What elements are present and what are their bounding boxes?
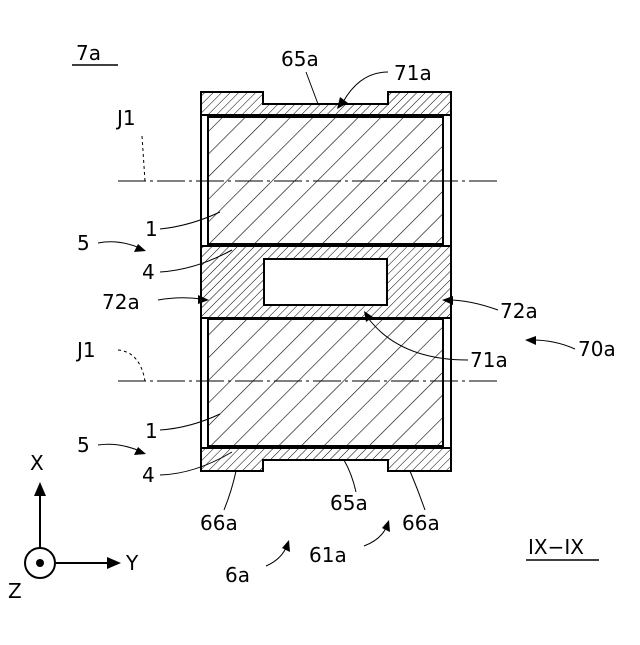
label-4-bottom: 4 [142, 463, 155, 487]
label-5-lower: 5 [77, 433, 90, 457]
bottom-plate [201, 448, 451, 471]
leader-65a-bottom [344, 460, 356, 492]
arrowhead-6a [282, 540, 290, 552]
label-72a-right: 72a [500, 299, 538, 323]
label-4-mid: 4 [142, 260, 155, 284]
label-1-upper: 1 [145, 217, 158, 241]
label-66a-left: 66a [200, 511, 238, 535]
axis-y-label: Y [125, 551, 139, 575]
label-70a: 70a [578, 337, 616, 361]
core-lower [208, 319, 443, 446]
label-j1-lower: J1 [75, 338, 96, 362]
label-65a-bottom: 65a [330, 491, 368, 515]
leader-71a-top [343, 72, 388, 102]
label-j1-upper: J1 [115, 106, 136, 130]
leader-61a [364, 528, 386, 546]
arrowhead-5-lower [134, 447, 146, 455]
label-65a-top: 65a [281, 47, 319, 71]
leader-72a-left [158, 298, 202, 300]
leader-5-lower [98, 444, 140, 451]
axis-x-label: X [30, 451, 44, 475]
label-66a-right: 66a [402, 511, 440, 535]
axis-z-label: Z [8, 579, 22, 603]
arrowhead-5-upper [134, 244, 146, 252]
leader-j1-upper [142, 136, 145, 181]
middle-member [201, 246, 451, 318]
label-5-upper: 5 [77, 231, 90, 255]
label-71a-top: 71a [394, 61, 432, 85]
arrowhead-70a [525, 336, 536, 345]
leader-66a-right [410, 471, 425, 510]
top-plate [201, 92, 451, 115]
label-6a: 6a [225, 563, 250, 587]
leader-5-upper [98, 242, 140, 248]
leader-72a-right [448, 300, 498, 310]
label-61a: 61a [309, 543, 347, 567]
leader-70a [532, 340, 575, 349]
leader-66a-left [224, 471, 236, 510]
view-label: 7a [76, 41, 101, 65]
section-label: IX−IX [528, 535, 584, 559]
leader-6a [266, 548, 286, 566]
arrowhead-61a [382, 520, 390, 532]
label-71a-bottom: 71a [470, 348, 508, 372]
axis-y-arrowhead [107, 557, 121, 569]
label-1-lower: 1 [145, 419, 158, 443]
axis-z-dot [36, 559, 44, 567]
axis-x-arrowhead [34, 482, 46, 496]
leader-j1-lower [118, 350, 145, 381]
label-72a-left: 72a [102, 290, 140, 314]
leader-65a-top [306, 72, 318, 104]
